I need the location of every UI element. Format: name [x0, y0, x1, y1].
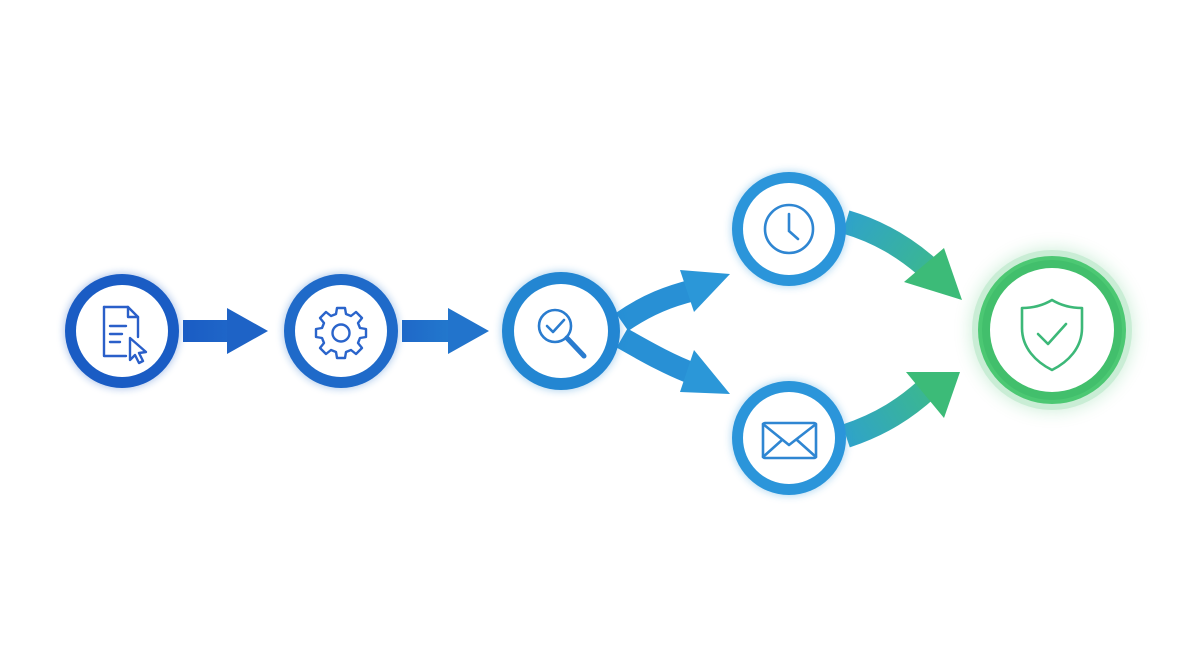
magnifier-check-icon	[537, 308, 587, 359]
node-review[interactable]	[501, 271, 621, 391]
gear-icon	[314, 306, 368, 360]
node-notify[interactable]	[731, 380, 847, 496]
node-schedule[interactable]	[731, 171, 847, 287]
document-cursor-icon	[102, 305, 148, 365]
node-approved[interactable]	[972, 250, 1132, 410]
nodes-layer	[64, 171, 1132, 496]
shield-check-icon	[1020, 298, 1084, 372]
node-process[interactable]	[283, 273, 399, 389]
node-submit[interactable]	[64, 273, 180, 389]
edge-schedule-to-approved	[842, 210, 962, 300]
edge-submit-to-process	[183, 308, 268, 354]
edge-process-to-review	[402, 308, 489, 354]
edges-layer	[183, 210, 962, 448]
edge-review-to-schedule	[615, 270, 730, 332]
edge-review-to-notify	[616, 328, 730, 394]
edge-notify-to-approved	[842, 372, 960, 448]
envelope-icon	[761, 421, 818, 460]
clock-icon	[763, 203, 815, 255]
